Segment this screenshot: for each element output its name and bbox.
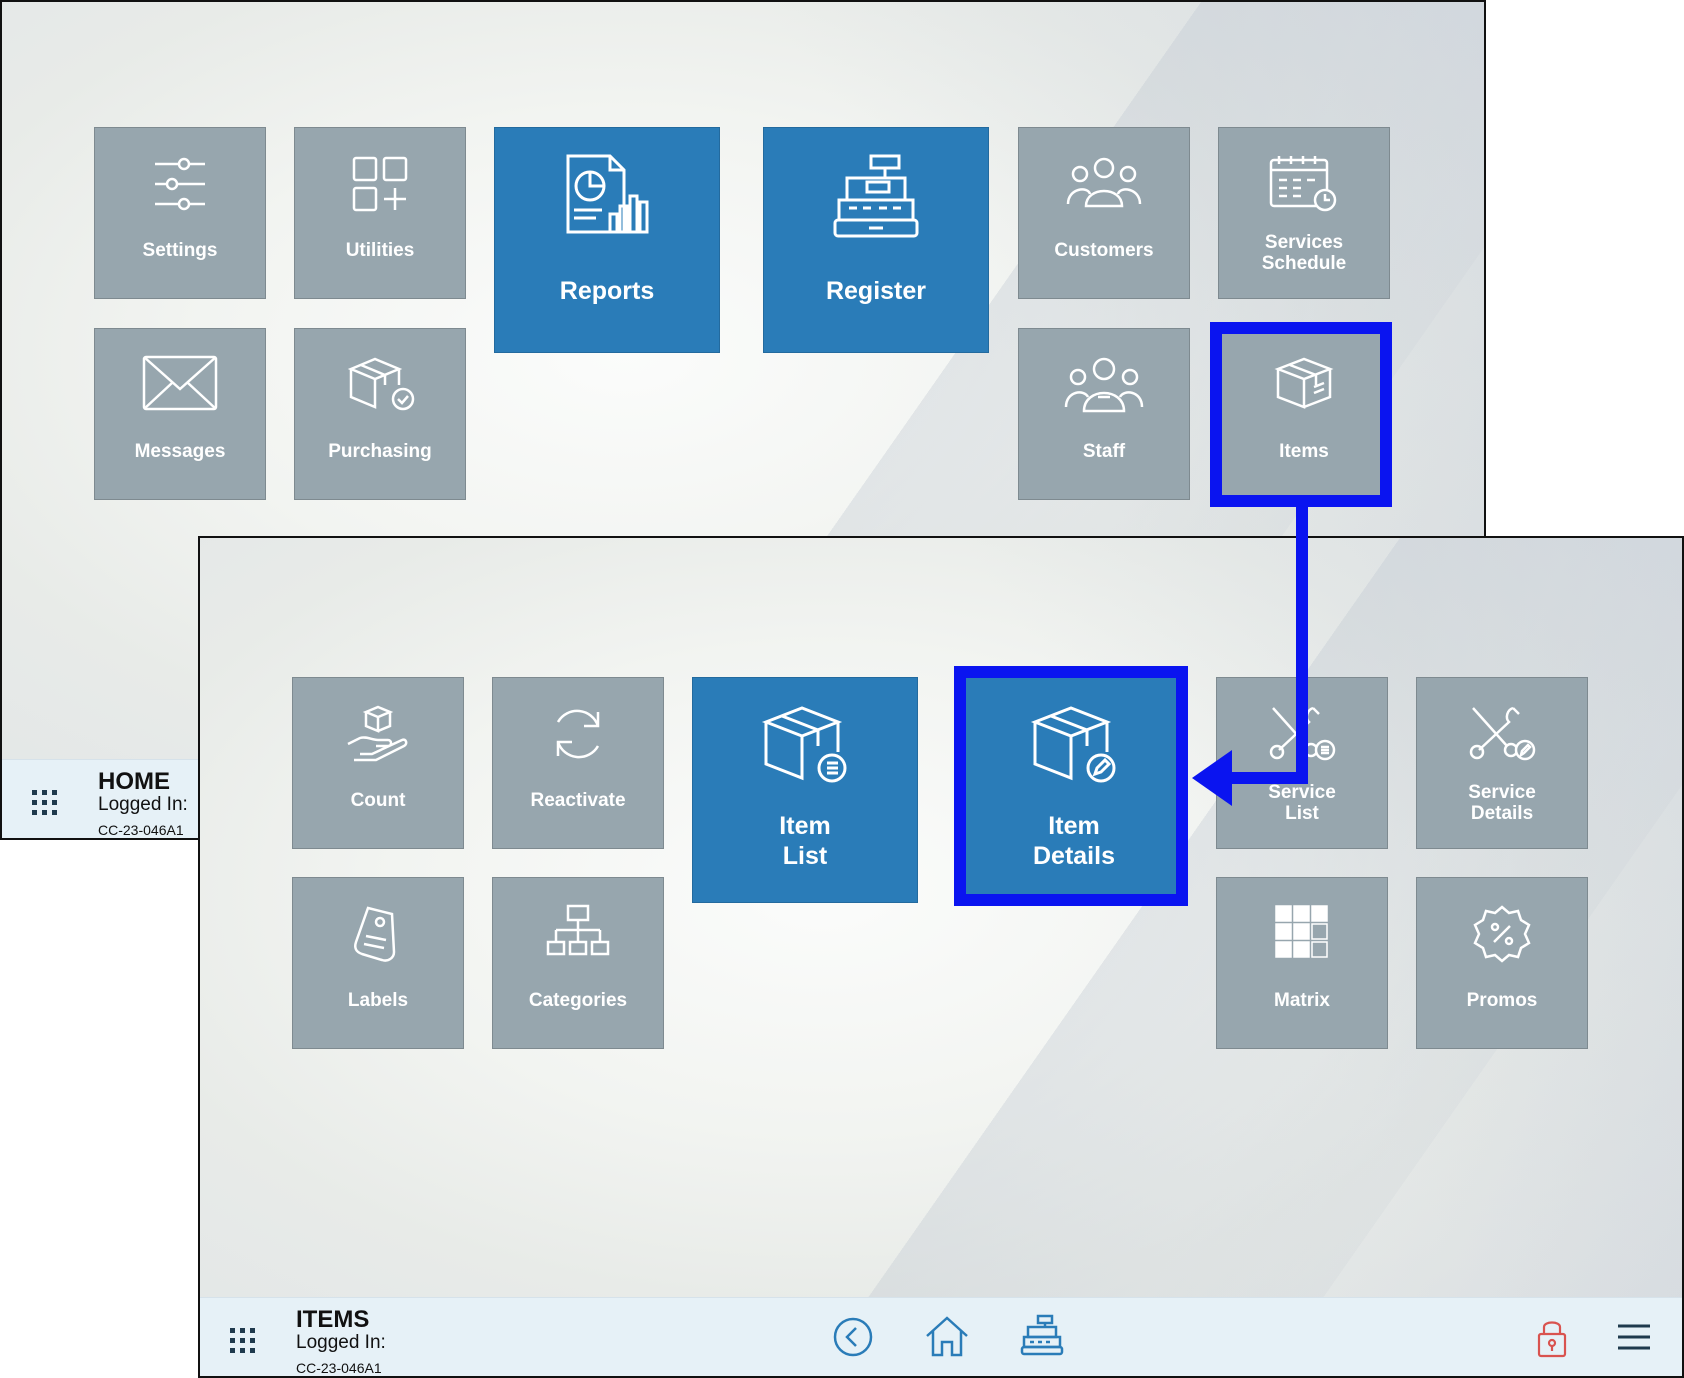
box-check-icon xyxy=(295,355,465,431)
service-list-label-line2: List xyxy=(1285,803,1319,824)
utilities-tile[interactable]: Utilities xyxy=(294,127,466,299)
back-icon[interactable] xyxy=(832,1316,874,1358)
hand-box-icon xyxy=(293,704,463,780)
item-list-label: Item List xyxy=(697,811,913,871)
item-details-tile[interactable]: Item Details xyxy=(961,677,1187,903)
count-label: Count xyxy=(350,790,406,811)
hierarchy-icon xyxy=(493,904,663,980)
services-schedule-label-line2: Schedule xyxy=(1261,253,1347,274)
box-edit-icon xyxy=(962,702,1186,812)
customers-tile[interactable]: Customers xyxy=(1018,127,1190,299)
refresh-icon xyxy=(493,704,663,780)
sliders-icon xyxy=(95,154,265,230)
items-screen: Count Reactivate Item List xyxy=(198,536,1684,1378)
reactivate-label: Reactivate xyxy=(530,790,626,811)
item-details-label-line1: Item xyxy=(1048,812,1100,840)
logged-in-label: Logged In: xyxy=(296,1332,386,1353)
promos-label: Promos xyxy=(1466,990,1538,1011)
home-icon[interactable] xyxy=(924,1314,970,1358)
staff-group-icon xyxy=(1019,355,1189,431)
services-schedule-label-line1: Services xyxy=(1264,232,1344,253)
report-chart-icon xyxy=(495,152,719,262)
page-title: ITEMS xyxy=(296,1306,370,1333)
utilities-label: Utilities xyxy=(345,240,415,261)
services-schedule-tile[interactable]: Services Schedule xyxy=(1218,127,1390,299)
app-grid-icon[interactable] xyxy=(228,1326,258,1356)
service-details-label-line2: Details xyxy=(1470,803,1534,824)
messages-label: Messages xyxy=(134,441,226,462)
reports-tile[interactable]: Reports xyxy=(494,127,720,353)
settings-tile[interactable]: Settings xyxy=(94,127,266,299)
lock-icon[interactable] xyxy=(1536,1316,1568,1358)
page-title: HOME xyxy=(98,768,170,795)
items-status-bar: ITEMS Logged In: CC-23-046A1 xyxy=(200,1297,1682,1376)
service-details-label-line1: Service xyxy=(1468,782,1536,803)
settings-label: Settings xyxy=(142,240,218,261)
staff-label: Staff xyxy=(1082,441,1126,462)
item-list-label-line2: List xyxy=(782,842,828,870)
app-grid-icon[interactable] xyxy=(30,788,60,818)
staff-tile[interactable]: Staff xyxy=(1018,328,1190,500)
register-tile[interactable]: Register xyxy=(763,127,989,353)
categories-label: Categories xyxy=(528,990,628,1011)
services-schedule-label: Services Schedule xyxy=(1223,232,1385,274)
items-tile[interactable]: Items xyxy=(1218,328,1390,500)
reports-label: Reports xyxy=(559,277,655,305)
reactivate-tile[interactable]: Reactivate xyxy=(492,677,664,849)
box-list-icon xyxy=(693,702,917,812)
item-list-tile[interactable]: Item List xyxy=(692,677,918,903)
customers-group-icon xyxy=(1019,154,1189,230)
envelope-icon xyxy=(95,355,265,431)
tools-list-icon xyxy=(1217,704,1387,780)
matrix-tile[interactable]: Matrix xyxy=(1216,877,1388,1049)
count-tile[interactable]: Count xyxy=(292,677,464,849)
purchasing-tile[interactable]: Purchasing xyxy=(294,328,466,500)
item-details-label-line2: Details xyxy=(1033,842,1115,870)
cash-register-icon xyxy=(764,152,988,262)
matrix-label: Matrix xyxy=(1274,990,1330,1011)
customers-label: Customers xyxy=(1054,240,1154,261)
station-id: CC-23-046A1 xyxy=(98,822,184,838)
apps-plus-icon xyxy=(295,154,465,230)
tag-icon xyxy=(293,904,463,980)
matrix-grid-icon xyxy=(1217,904,1387,980)
promos-tile[interactable]: Promos xyxy=(1416,877,1588,1049)
box-icon xyxy=(1219,355,1389,431)
service-list-label: Service List xyxy=(1221,782,1383,824)
register-label: Register xyxy=(825,277,927,305)
service-list-tile[interactable]: Service List xyxy=(1216,677,1388,849)
service-details-tile[interactable]: Service Details xyxy=(1416,677,1588,849)
discount-badge-icon xyxy=(1417,904,1587,980)
menu-icon[interactable] xyxy=(1616,1322,1652,1352)
logged-in-label: Logged In: xyxy=(98,794,188,815)
categories-tile[interactable]: Categories xyxy=(492,877,664,1049)
messages-tile[interactable]: Messages xyxy=(94,328,266,500)
purchasing-label: Purchasing xyxy=(328,441,432,462)
calendar-clock-icon xyxy=(1219,154,1389,230)
items-label: Items xyxy=(1279,441,1329,462)
service-list-label-line1: Service xyxy=(1268,782,1336,803)
service-details-label: Service Details xyxy=(1421,782,1583,824)
labels-tile[interactable]: Labels xyxy=(292,877,464,1049)
item-list-label-line1: Item xyxy=(779,812,831,840)
labels-label: Labels xyxy=(347,990,409,1011)
station-id: CC-23-046A1 xyxy=(296,1360,382,1376)
register-icon[interactable] xyxy=(1020,1314,1064,1356)
item-details-label: Item Details xyxy=(966,811,1182,871)
tools-edit-icon xyxy=(1417,704,1587,780)
